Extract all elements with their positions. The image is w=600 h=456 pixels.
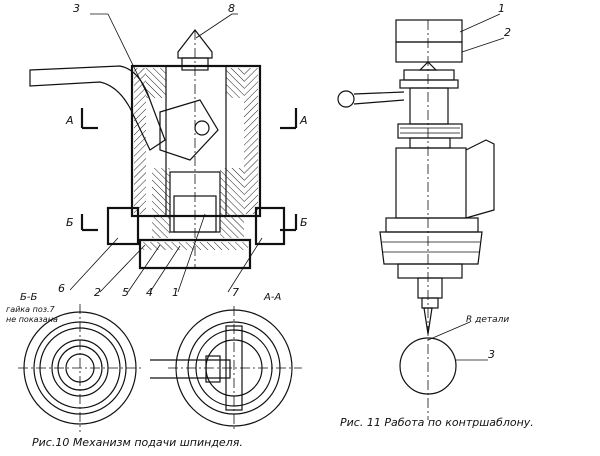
part-label-1: 1 [172,286,179,299]
fig11-caption: Рис. 11 Работа по контршаблону. [340,416,534,429]
cut-mark-a-left: А [65,114,74,127]
section-bb-title: Б-Б [20,292,37,303]
radius-label: R детали [466,315,509,325]
section-aa-title: А-А [263,292,281,303]
section-aa: А-А [150,292,302,432]
fig11-part-label-2: 2 [504,26,511,39]
cut-mark-b-right: Б [300,216,308,229]
part-label-4: 4 [146,286,153,299]
fig11-drawing: 1 2 3 R детали [337,2,511,420]
part-label-6: 6 [58,282,65,295]
fig10-caption: Рис.10 Механизм подачи шпинделя. [32,436,243,449]
section-bb-note-1: гайка поз.7 [6,305,56,314]
part-label-8: 8 [228,2,235,15]
cut-mark-a-right: А [299,114,308,127]
section-bb-note-2: не показана [6,315,58,324]
part-label-7: 7 [232,286,239,299]
part-label-5: 5 [122,286,129,299]
fig11-part-label-1: 1 [498,2,505,15]
fig10-main-section: 3 8 6 2 5 4 1 7 А А Б Б [29,2,308,299]
fig11-part-label-3: 3 [488,348,495,361]
cut-mark-b-left: Б [66,216,74,229]
part-label-3: 3 [73,2,80,15]
part-label-2: 2 [94,286,101,299]
section-bb: Б-Б гайка поз.7 не показана [6,292,142,432]
